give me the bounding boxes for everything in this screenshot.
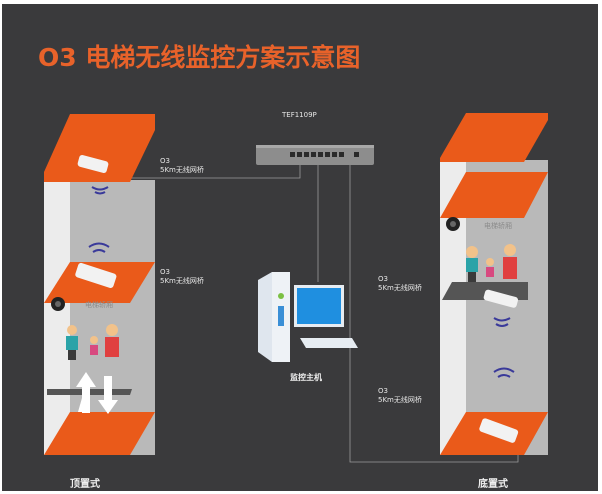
bridge-device xyxy=(77,154,109,174)
diagram-title: O3 电梯无线监控方案示意图 xyxy=(38,43,361,72)
switch-model-label: TEF1109P xyxy=(282,111,317,119)
mode-label-top-mounted: 顶置式 xyxy=(70,479,100,490)
left-elevator-shaft xyxy=(44,114,155,455)
down-arrow xyxy=(104,376,112,402)
switch-ports xyxy=(290,152,359,157)
up-arrow xyxy=(82,385,90,413)
right-elevator-shaft xyxy=(440,113,548,455)
bridge-device xyxy=(479,418,519,443)
passengers-icon xyxy=(66,324,119,360)
bridge-device xyxy=(483,289,519,308)
wifi-icon xyxy=(88,186,110,253)
passengers-icon xyxy=(466,244,517,282)
mode-label-bottom-mounted: 底置式 xyxy=(478,479,508,490)
wifi-icon xyxy=(493,317,515,378)
host-label: 监控主机 xyxy=(290,373,322,382)
cable-to-right-bridge xyxy=(349,165,519,463)
car-label-right: 电梯轿厢 xyxy=(484,222,512,230)
bridge-device xyxy=(75,262,117,289)
car-label-left: 电梯轿厢 xyxy=(85,301,113,309)
monitoring-host-computer xyxy=(258,272,358,362)
poe-switch xyxy=(256,145,374,165)
